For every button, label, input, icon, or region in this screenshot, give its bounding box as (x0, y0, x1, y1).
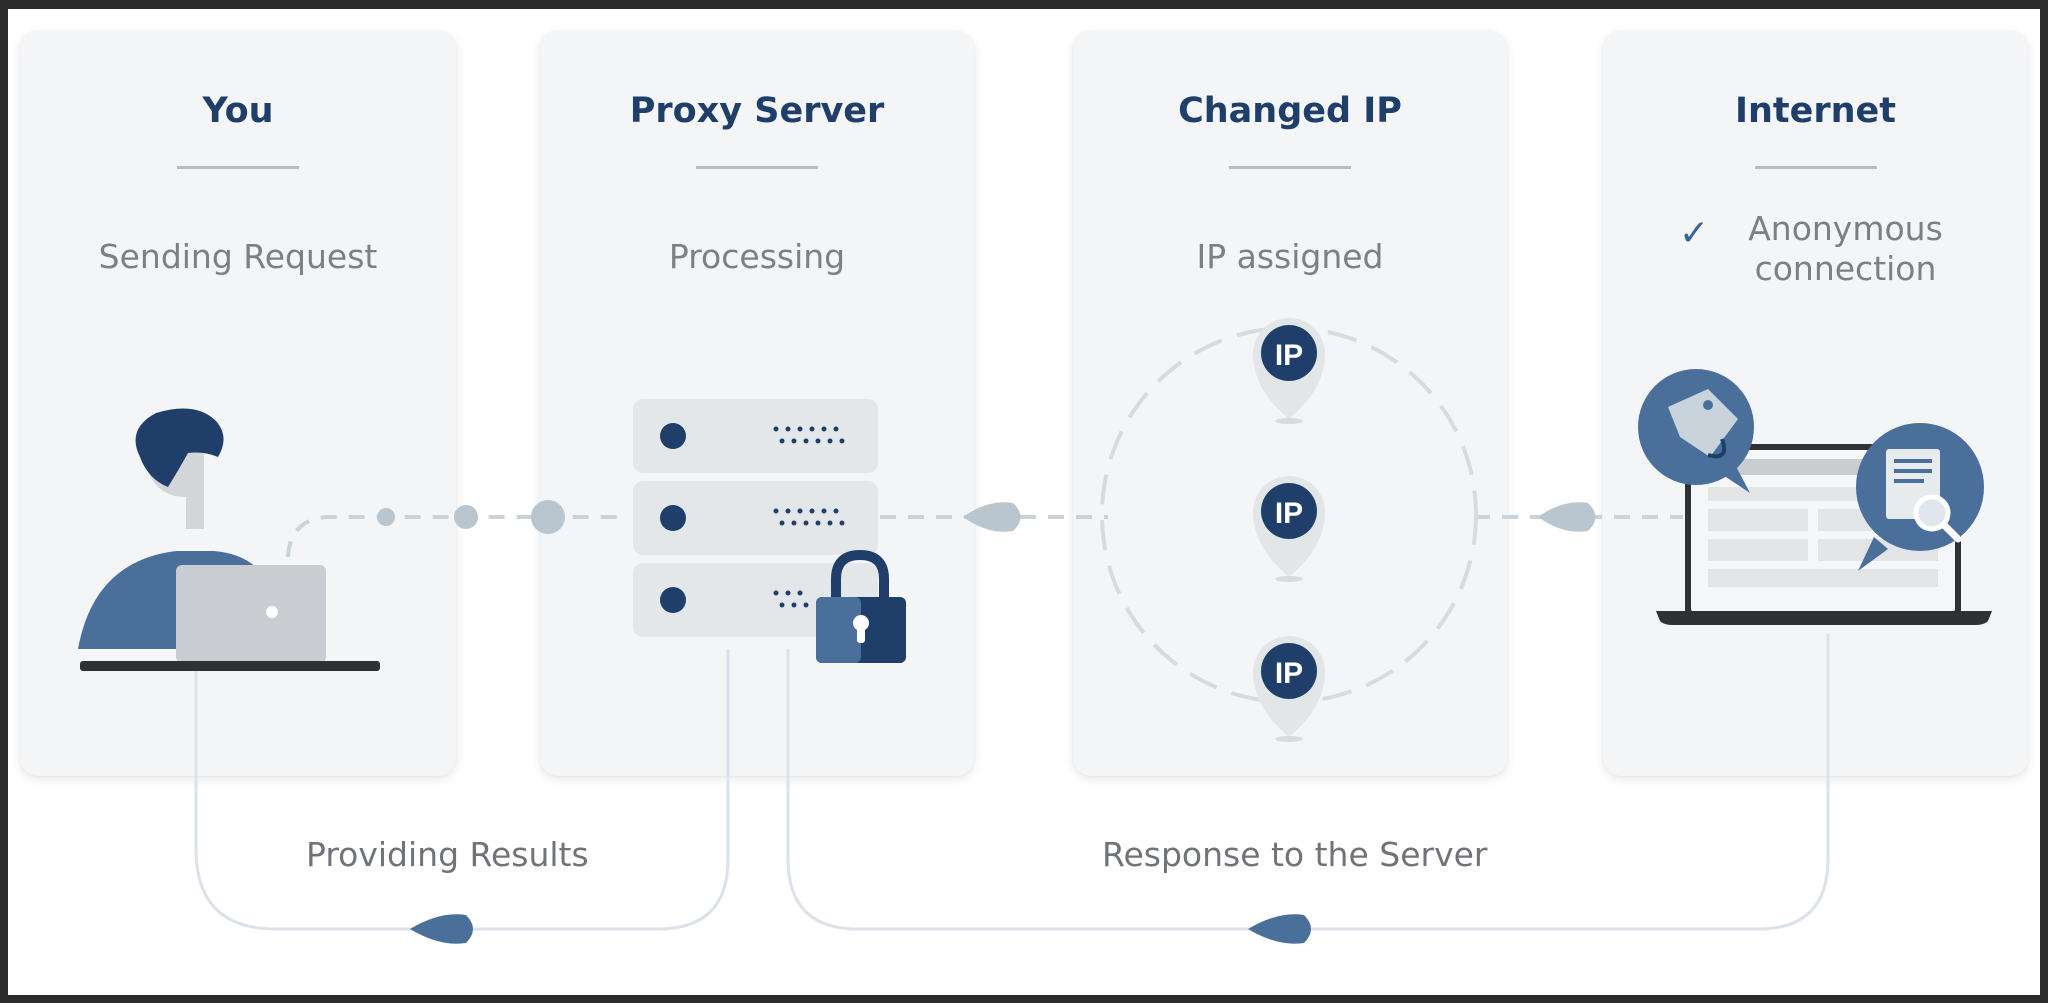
path-dot (454, 505, 478, 529)
diagram-artwork: IP IP IP (78, 318, 1992, 944)
card-title-you: You (202, 91, 274, 131)
checkmark-icon: ✓ (1679, 213, 1710, 254)
card-title-proxy-server: Proxy Server (629, 91, 885, 131)
ip-badge-label: IP (1275, 497, 1303, 530)
diagram-frame: You Sending Request Proxy Server Process… (8, 9, 2040, 995)
path-dot (531, 500, 565, 534)
title-underline (1229, 166, 1351, 169)
card-title-changed-ip: Changed IP (1178, 91, 1402, 131)
status-line-2: connection (1754, 249, 1937, 288)
ip-location-pin-icon: IP (1253, 476, 1325, 582)
ip-location-pin-icon: IP (1253, 318, 1325, 424)
request-path (286, 500, 1683, 558)
flow-label-providing-results: Providing Results (306, 835, 589, 874)
search-document-icon (1856, 423, 1984, 571)
response-paths (194, 634, 1830, 944)
status-line-1: Anonymous (1748, 209, 1943, 248)
price-tag-icon (1638, 369, 1754, 493)
card-subtitle-you: Sending Request (98, 237, 378, 276)
ip-badge-label: IP (1275, 339, 1303, 372)
flow-label-response-to-server: Response to the Server (1102, 835, 1488, 874)
ip-location-pin-icon: IP (1253, 636, 1325, 742)
title-underline (1755, 166, 1877, 169)
ip-badge-label: IP (1275, 657, 1303, 690)
arrow-drop (1538, 502, 1596, 532)
card-title-internet: Internet (1734, 91, 1897, 131)
padlock-icon (816, 549, 906, 663)
arrow-drop (1248, 914, 1311, 944)
card-subtitle-proxy-server: Processing (668, 237, 846, 276)
title-underline (696, 166, 818, 169)
arrow-drop (410, 914, 473, 944)
title-underline (177, 166, 299, 169)
card-subtitle-changed-ip: IP assigned (1196, 237, 1384, 276)
anonymous-connection-status: Anonymous connection (1663, 209, 2028, 289)
path-dot (377, 508, 395, 526)
user-at-laptop-icon (78, 408, 380, 671)
arrow-drop (963, 502, 1021, 532)
